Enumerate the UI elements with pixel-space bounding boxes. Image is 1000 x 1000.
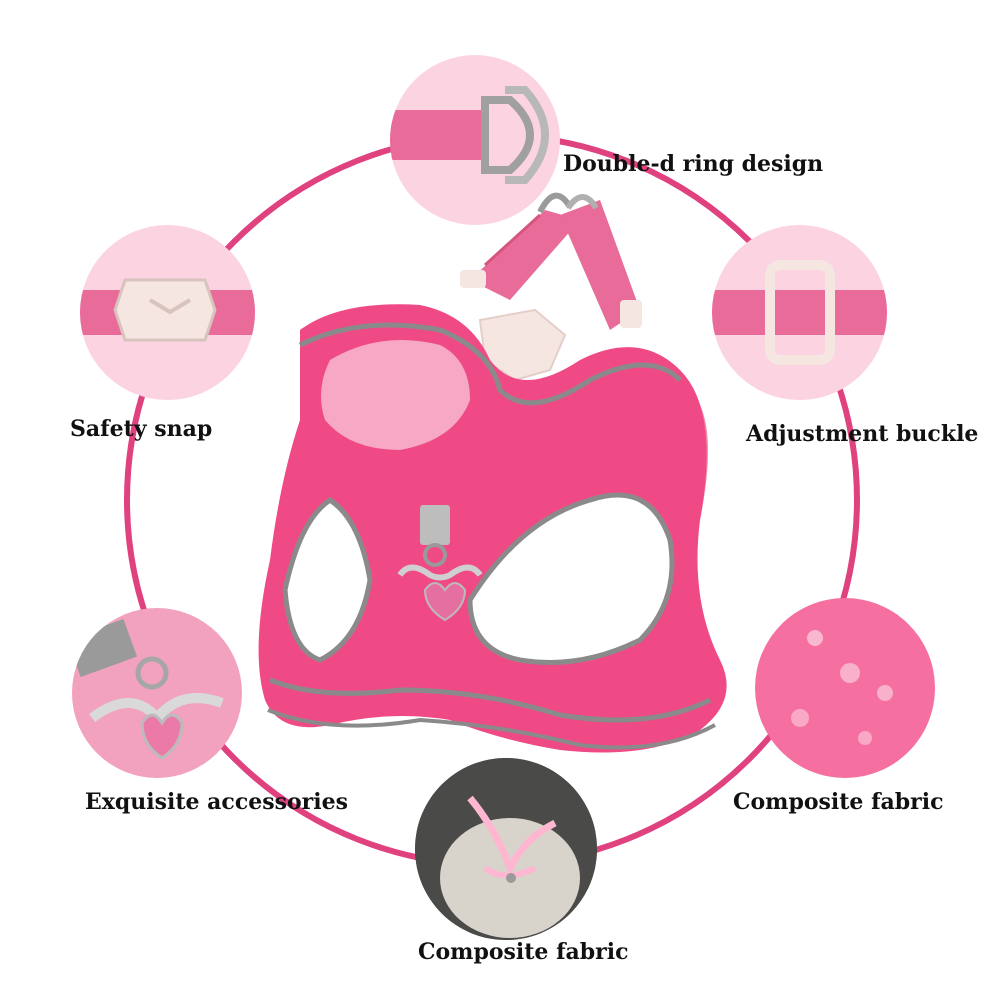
label-composite-fabric-right: Composite fabric <box>733 789 944 815</box>
angel-heart-icon <box>72 618 224 760</box>
feature-adjustment-buckle <box>712 225 887 400</box>
fabric-droplets-icon <box>791 630 893 745</box>
slider-buckle-icon <box>712 260 887 365</box>
label-safety-snap: Safety snap <box>70 416 213 442</box>
d-ring-icon <box>390 86 549 184</box>
reflective-dog-icon <box>415 758 597 940</box>
feature-safety-snap <box>80 225 255 400</box>
harness-main <box>258 192 727 753</box>
feature-double-d-ring <box>390 55 560 225</box>
buckle-icon <box>80 278 255 342</box>
feature-exquisite-accessories <box>72 608 242 778</box>
feature-composite-fabric-right <box>755 598 935 778</box>
label-double-d-ring: Double-d ring design <box>563 151 824 177</box>
label-adjustment-buckle: Adjustment buckle <box>746 421 979 447</box>
label-composite-fabric-bottom: Composite fabric <box>418 939 629 965</box>
feature-composite-fabric-bottom <box>415 758 597 940</box>
label-exquisite-accessories: Exquisite accessories <box>85 789 349 815</box>
